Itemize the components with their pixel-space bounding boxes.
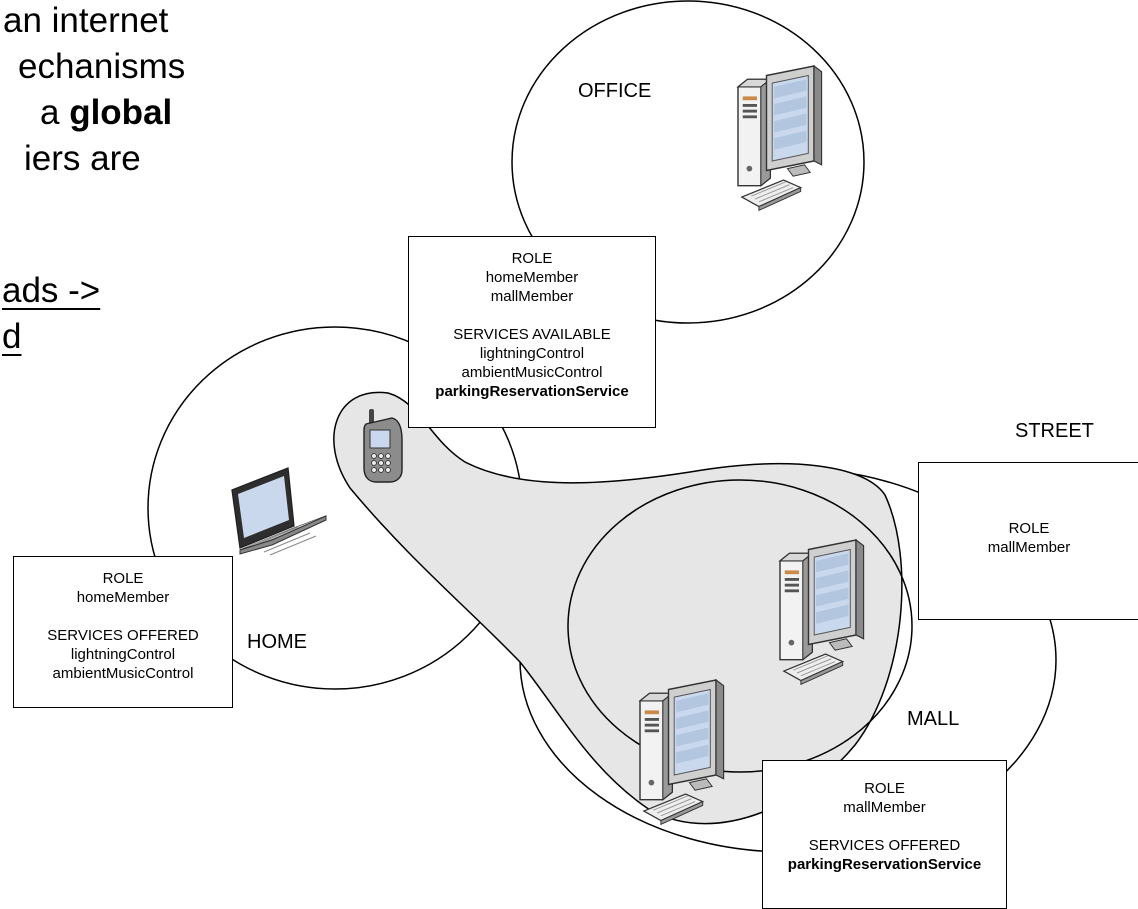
services-heading: SERVICES OFFERED — [808, 837, 961, 854]
service-item: lightningControl — [479, 345, 585, 362]
service-item: ambientMusicControl — [52, 665, 194, 682]
service-item-highlighted: parkingReservationService — [435, 383, 629, 400]
slide-text-fragment: a — [40, 93, 70, 132]
role-item: mallMember — [490, 288, 574, 305]
mobile-phone-icon — [363, 409, 403, 483]
slide-link-text[interactable]: d — [2, 317, 22, 356]
role-heading: ROLE — [511, 250, 553, 267]
home-roles-box: ROLE homeMember SERVICES OFFERED lightni… — [13, 556, 233, 708]
street-label: STREET — [1015, 420, 1094, 442]
slide-text-line: iers are — [24, 139, 141, 178]
slide-text-line: a global — [40, 90, 172, 136]
role-item: homeMember — [485, 269, 579, 286]
slide-text-line: an internet — [3, 1, 169, 40]
slide-text-bold: global — [69, 93, 173, 132]
office-label: OFFICE — [578, 80, 652, 102]
mall-zone — [567, 479, 913, 773]
phone-roles-box: ROLE homeMember mallMember SERVICES AVAI… — [408, 236, 656, 428]
service-item: lightningControl — [70, 646, 176, 663]
mall-roles-box: ROLE mallMember SERVICES OFFERED parking… — [762, 760, 1007, 909]
role-item: mallMember — [843, 799, 926, 816]
slide-link-text[interactable]: ads -> — [2, 271, 101, 310]
services-heading: SERVICES OFFERED — [47, 627, 199, 644]
role-heading: ROLE — [864, 780, 905, 797]
role-item: mallMember — [987, 539, 1071, 556]
phone-coverage-region — [333, 391, 903, 825]
role-item: homeMember — [76, 589, 170, 606]
role-heading: ROLE — [1008, 520, 1050, 537]
mall-label: MALL — [907, 708, 960, 730]
street-roles-box: ROLE mallMember — [918, 462, 1138, 620]
slide-text-line: echanisms — [18, 47, 186, 86]
role-heading: ROLE — [102, 570, 144, 587]
laptop-icon — [231, 467, 327, 556]
service-item-highlighted: parkingReservationService — [787, 856, 982, 873]
services-heading: SERVICES AVAILABLE — [453, 326, 611, 343]
service-item: ambientMusicControl — [461, 364, 603, 381]
home-label: HOME — [247, 631, 307, 653]
